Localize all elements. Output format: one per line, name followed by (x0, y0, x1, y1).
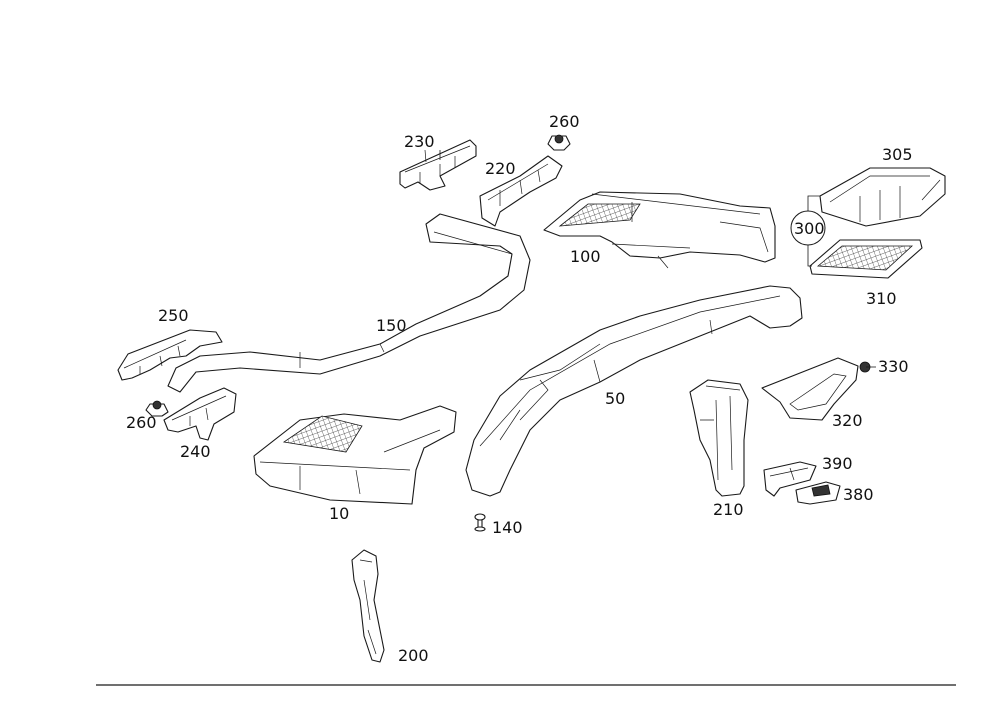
label-50[interactable]: 50 (605, 389, 625, 408)
label-240[interactable]: 240 (180, 442, 211, 461)
label-390[interactable]: 390 (822, 454, 853, 473)
label-250[interactable]: 250 (158, 306, 189, 325)
part-300-callout (790, 195, 826, 267)
part-10[interactable] (253, 405, 457, 505)
label-200[interactable]: 200 (398, 646, 429, 665)
part-200[interactable] (351, 549, 385, 663)
part-260-nut-left[interactable] (145, 400, 169, 417)
label-220[interactable]: 220 (485, 159, 516, 178)
label-300[interactable]: 300 (794, 219, 825, 238)
part-260-nut-top[interactable] (547, 134, 571, 151)
part-140-screw[interactable] (474, 513, 486, 532)
part-220[interactable] (479, 155, 563, 227)
label-230[interactable]: 230 (404, 132, 435, 151)
label-100[interactable]: 100 (570, 247, 601, 266)
label-320[interactable]: 320 (832, 411, 863, 430)
part-150[interactable] (167, 213, 531, 393)
part-320[interactable] (761, 357, 859, 421)
part-250[interactable] (117, 329, 223, 381)
part-230[interactable] (399, 139, 477, 191)
label-260-left[interactable]: 260 (126, 413, 157, 432)
label-310[interactable]: 310 (866, 289, 897, 308)
part-100[interactable] (543, 191, 776, 269)
part-240[interactable] (163, 387, 237, 441)
part-305[interactable] (819, 167, 946, 227)
label-305[interactable]: 305 (882, 145, 913, 164)
label-140[interactable]: 140 (492, 518, 523, 537)
part-labels: 230 260 220 305 300 100 310 150 250 330 … (126, 112, 913, 665)
label-380[interactable]: 380 (843, 485, 874, 504)
part-50[interactable] (465, 285, 803, 497)
part-210[interactable] (689, 379, 749, 497)
part-390[interactable] (763, 461, 817, 497)
label-10[interactable]: 10 (329, 504, 349, 523)
label-150[interactable]: 150 (376, 316, 407, 335)
label-260-top[interactable]: 260 (549, 112, 580, 131)
part-380[interactable] (795, 481, 841, 505)
part-310[interactable] (809, 239, 923, 279)
label-330[interactable]: 330 (878, 357, 909, 376)
label-210[interactable]: 210 (713, 500, 744, 519)
leader-lines (439, 150, 876, 368)
